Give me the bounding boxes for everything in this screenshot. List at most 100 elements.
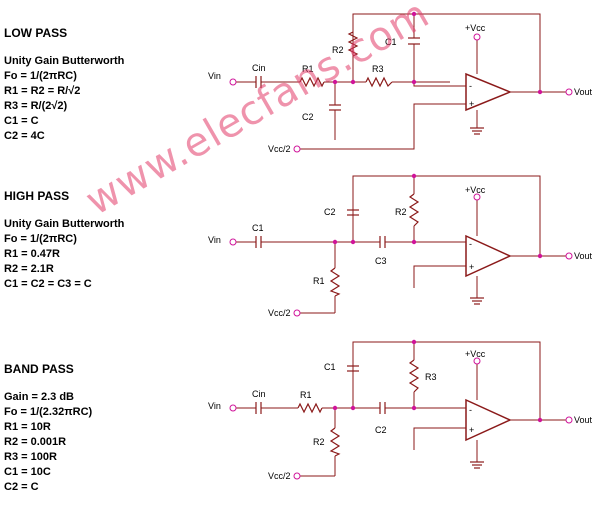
terminal-icon xyxy=(473,193,481,201)
cin-label: Cin xyxy=(252,389,266,399)
junction-dot xyxy=(332,239,338,245)
bp-opamp xyxy=(465,398,512,442)
c3-label: C3 xyxy=(375,256,387,266)
param-line: C1 = C xyxy=(4,115,39,127)
junction-dot xyxy=(537,89,543,95)
lp-cin-capacitor xyxy=(255,76,262,88)
c1-label: C1 xyxy=(385,37,397,47)
junction-dot xyxy=(411,79,417,85)
junction-dot xyxy=(537,253,543,259)
junction-dot xyxy=(411,11,417,17)
opamp-plus-label: + xyxy=(469,99,474,109)
bp-c1-capacitor xyxy=(347,365,359,372)
lp-ground-icon xyxy=(470,127,484,135)
vout-label: Vout xyxy=(574,87,593,97)
junction-dot xyxy=(411,405,417,411)
terminals xyxy=(229,33,573,480)
r3-label: R3 xyxy=(425,372,437,382)
junction-dot xyxy=(350,239,356,245)
junction-dot xyxy=(411,173,417,179)
r2-label: R2 xyxy=(395,207,407,217)
c1-label: C1 xyxy=(324,362,336,372)
param-line: R1 = 10R xyxy=(4,421,51,433)
terminal-icon xyxy=(473,33,481,41)
bp-r1-resistor xyxy=(297,402,323,414)
hp-ground-icon xyxy=(470,297,484,305)
param-line: Unity Gain Butterworth xyxy=(4,218,125,230)
hp-labels: Vin Vout +Vcc Vcc/2 C1 C2 C3 R1 R2 - + xyxy=(208,185,593,318)
wires xyxy=(236,13,566,477)
lp-r2-resistor xyxy=(347,31,359,57)
terminal-icon xyxy=(565,88,573,96)
band-pass-params: Gain = 2.3 dB Fo = 1/(2.32πRC) R1 = 10R … xyxy=(4,390,92,495)
vout-label: Vout xyxy=(574,251,593,261)
hp-opamp xyxy=(465,234,512,278)
c2-label: C2 xyxy=(302,112,314,122)
terminal-icon xyxy=(229,78,237,86)
lp-c2-capacitor xyxy=(329,104,341,111)
hp-c1-capacitor xyxy=(255,236,262,248)
junction-dot xyxy=(332,79,338,85)
watermark-text: www.elecfans.com xyxy=(78,0,437,225)
bp-labels: Vin Vout +Vcc Vcc/2 Cin R1 R2 R3 C1 C2 -… xyxy=(208,349,593,481)
high-pass-params: Unity Gain Butterworth Fo = 1/(2πRC) R1 … xyxy=(4,217,124,292)
vin-label: Vin xyxy=(208,71,221,81)
vcc-label: +Vcc xyxy=(465,349,486,359)
vref-label: Vcc/2 xyxy=(268,471,291,481)
param-line: Fo = 1/(2πRC) xyxy=(4,233,77,245)
opamp-plus-label: + xyxy=(469,262,474,272)
vcc-label: +Vcc xyxy=(465,23,486,33)
lp-opamp xyxy=(465,72,512,112)
opamp-minus-label: - xyxy=(469,81,472,91)
vout-label: Vout xyxy=(574,415,593,425)
param-line: R3 = 100R xyxy=(4,451,57,463)
lp-labels: Vin Vout +Vcc Vcc/2 Cin R1 R2 R3 C1 C2 -… xyxy=(208,23,593,154)
c1-label: C1 xyxy=(252,223,264,233)
band-pass-title: BAND PASS xyxy=(4,362,74,376)
junction-dot xyxy=(411,339,417,345)
terminal-icon xyxy=(293,145,301,153)
param-line: C2 = C xyxy=(4,481,39,493)
param-line: C1 = C2 = C3 = C xyxy=(4,278,92,290)
high-pass-schematic xyxy=(236,175,566,314)
junction-dot xyxy=(350,79,356,85)
junction-dot xyxy=(537,417,543,423)
junctions xyxy=(332,11,543,423)
terminal-icon xyxy=(565,416,573,424)
bp-ground-icon xyxy=(470,461,484,469)
junction-dot xyxy=(350,405,356,411)
opamp-minus-label: - xyxy=(469,405,472,415)
r1-label: R1 xyxy=(313,276,325,286)
hp-r1-resistor xyxy=(329,267,341,297)
lp-r3-resistor xyxy=(365,76,393,88)
terminal-icon xyxy=(473,357,481,365)
lp-r1-resistor xyxy=(299,76,325,88)
terminal-icon xyxy=(565,252,573,260)
terminal-icon xyxy=(293,472,301,480)
r2-label: R2 xyxy=(313,437,325,447)
bp-cin-capacitor xyxy=(255,402,262,414)
param-line: R3 = R/(2√2) xyxy=(4,100,68,112)
bp-c2-capacitor xyxy=(379,402,386,414)
vin-label: Vin xyxy=(208,235,221,245)
param-line: Fo = 1/(2.32πRC) xyxy=(4,406,93,418)
hp-r2-resistor xyxy=(408,193,420,227)
r2-label: R2 xyxy=(332,45,344,55)
r3-label: R3 xyxy=(372,64,384,74)
param-line: Gain = 2.3 dB xyxy=(4,391,74,403)
high-pass-title: HIGH PASS xyxy=(4,189,70,203)
param-line: R1 = R2 = R/√2 xyxy=(4,85,81,97)
vref-label: Vcc/2 xyxy=(268,308,291,318)
terminal-icon xyxy=(229,238,237,246)
param-line: R2 = 0.001R xyxy=(4,436,67,448)
band-pass-schematic xyxy=(236,341,566,477)
opamp-minus-label: - xyxy=(469,239,472,249)
bp-r3-resistor xyxy=(408,359,420,393)
hp-c2-capacitor xyxy=(347,209,359,216)
param-line: R1 = 0.47R xyxy=(4,248,60,260)
terminal-icon xyxy=(293,309,301,317)
terminal-icon xyxy=(229,404,237,412)
c2-label: C2 xyxy=(324,207,336,217)
